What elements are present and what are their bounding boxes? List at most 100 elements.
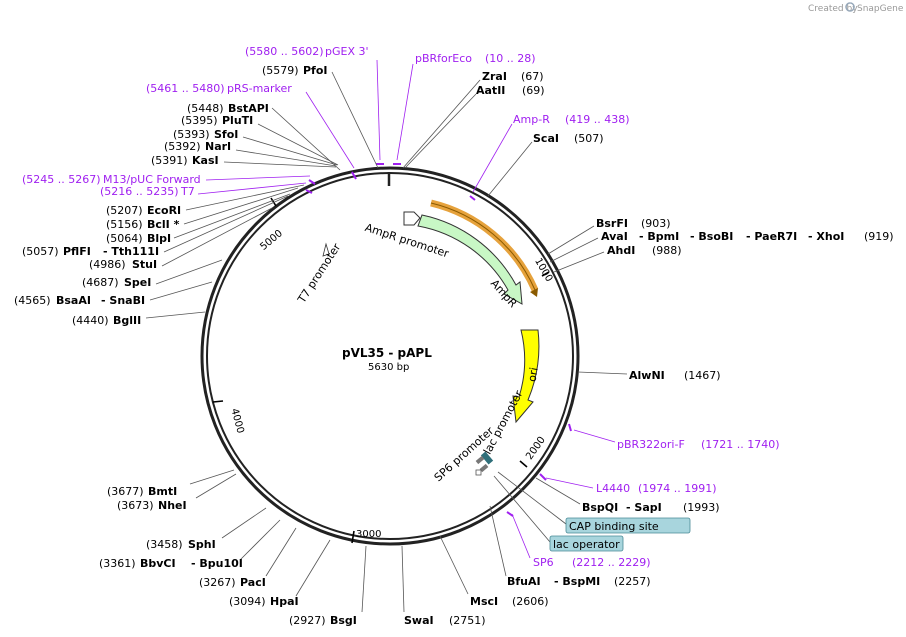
site-aatii[interactable]: AatII (69) [404, 84, 545, 169]
paci-pos: (3267) [199, 576, 236, 589]
site-alwni[interactable]: AlwNI (1467) [577, 369, 721, 382]
m13-pos: (5245 .. 5267) [22, 173, 101, 186]
m13-name: M13/pUC Forward [103, 173, 201, 186]
nhei-name: NheI [158, 499, 187, 512]
paer7i-name: - PaeR7I [746, 230, 797, 243]
pflfi-name: PflFI [63, 245, 91, 258]
site-blpi[interactable]: (5064) BlpI [106, 193, 291, 245]
site-l4440[interactable]: L4440 (1974 .. 1991) [539, 473, 717, 495]
site-bsaai-snabi[interactable]: (4565) BsaAI - SnaBI [14, 281, 213, 307]
lac-operator-label: lac operator [553, 538, 620, 551]
prs-marker-name: pRS-marker [227, 82, 292, 95]
bsgi-name: BsgI [330, 614, 357, 627]
scai-name: ScaI [533, 132, 559, 145]
site-pluti[interactable]: (5395) PluTI [181, 114, 339, 166]
bspmi-name: - BspMI [554, 575, 600, 588]
sapi-name: - SapI [626, 501, 662, 514]
hpai-pos: (3094) [229, 595, 266, 608]
site-swai[interactable]: SwaI (2751) [401, 545, 486, 627]
site-bbvci-bpu10i[interactable]: (3361) BbvCI - Bpu10I [99, 519, 281, 570]
bsgi-pos: (2927) [289, 614, 326, 627]
site-nhei[interactable]: (3673) NheI [117, 473, 237, 512]
bbvci-pos: (3361) [99, 557, 136, 570]
pbrforeco-pos: (10 .. 28) [485, 52, 536, 65]
bmti-pos: (3677) [107, 485, 144, 498]
ori-feature[interactable]: ori [512, 329, 541, 424]
bbvci-name: BbvCI [140, 557, 176, 570]
tick-label-4000: 4000 [228, 407, 245, 434]
site-t7[interactable]: (5216 .. 5235) T7 [100, 182, 313, 198]
lac-promoter-feature[interactable]: lac promoter [481, 388, 526, 457]
avai-name: AvaI [601, 230, 628, 243]
site-sphi[interactable]: (3458) SphI [146, 507, 267, 551]
pfoi-name: PfoI [303, 64, 328, 77]
site-hpai[interactable]: (3094) HpaI [229, 539, 331, 608]
nari-pos: (5392) [164, 140, 201, 153]
bstapi-name: BstAPI [228, 102, 269, 115]
bfuai-name: BfuAI [507, 575, 541, 588]
site-spei[interactable]: (4687) SpeI [82, 259, 223, 289]
bspqi-pos: (1993) [683, 501, 720, 514]
t7-name: T7 [180, 185, 195, 198]
site-stui[interactable]: (4986) StuI [89, 207, 273, 271]
t7-promoter-feature[interactable]: T7 promoter [295, 241, 344, 307]
lac-promoter-label: lac promoter [481, 388, 526, 457]
blpi-pos: (5064) [106, 232, 143, 245]
site-bsrfi[interactable]: BsrFI (903) [547, 217, 671, 255]
bfuai-pos: (2257) [614, 575, 651, 588]
site-m13-puc-forward[interactable]: (5245 .. 5267) M13/pUC Forward [22, 173, 316, 186]
site-bsgi[interactable]: (2927) BsgI [289, 545, 367, 627]
bglii-name: BglII [113, 314, 141, 327]
nhei-pos: (3673) [117, 499, 154, 512]
site-scai[interactable]: ScaI (507) [487, 132, 604, 197]
site-bcli[interactable]: (5156) BclI * [106, 187, 299, 231]
bmti-name: BmtI [148, 485, 177, 498]
site-bmti[interactable]: (3677) BmtI [107, 469, 235, 498]
site-pbrforeco[interactable]: pBRforEco (10 .. 28) [393, 52, 536, 165]
hpai-name: HpaI [270, 595, 299, 608]
site-pflfi-tth111i[interactable]: (5057) PflFI - Tth111I [22, 195, 289, 258]
site-pgex3[interactable]: (5580 .. 5602) pGEX 3' [245, 45, 384, 165]
ampr-feature[interactable]: AmpR [417, 214, 523, 310]
scai-pos: (507) [574, 132, 604, 145]
bpmi-name: - BpmI [639, 230, 679, 243]
bspqi-name: BspQI [582, 501, 618, 514]
site-nari[interactable]: (5392) NarI [164, 140, 337, 167]
site-ecori[interactable]: (5207) EcoRI [106, 184, 305, 217]
pbrforeco-name: pBRforEco [415, 52, 472, 65]
site-amp-r[interactable]: Amp-R (419 .. 438) [469, 113, 630, 201]
sphi-pos: (3458) [146, 538, 183, 551]
snapgene-logo: SnapGene [845, 2, 904, 14]
site-msci[interactable]: MscI (2606) [439, 535, 549, 608]
site-sfoi[interactable]: (5393) SfoI [173, 128, 338, 166]
site-avai-group[interactable]: AvaI - BpmI - BsoBI - PaeR7I - XhoI (919… [549, 230, 894, 263]
site-bfuai-bspmi[interactable]: BfuAI - BspMI (2257) [489, 505, 651, 588]
avai-pos: (919) [864, 230, 894, 243]
pflfi-pos: (5057) [22, 245, 59, 258]
site-ahdi[interactable]: AhdI (988) [553, 244, 682, 273]
lac-operator-box[interactable]: lac operator [493, 475, 624, 552]
site-prs-marker[interactable]: (5461 .. 5480) pRS-marker [146, 82, 357, 180]
l4440-pos: (1974 .. 1991) [638, 482, 717, 495]
sfoi-pos: (5393) [173, 128, 210, 141]
prs-marker-pos: (5461 .. 5480) [146, 82, 225, 95]
site-sp6[interactable]: SP6 (2212 .. 2229) [506, 511, 651, 569]
site-pfoi[interactable]: (5579) PfoI [262, 64, 379, 169]
site-bstapi[interactable]: (5448) BstAPI [187, 102, 341, 171]
pluti-name: PluTI [222, 114, 253, 127]
alwni-pos: (1467) [684, 369, 721, 382]
xhoi-name: - XhoI [808, 230, 844, 243]
site-kasi[interactable]: (5391) KasI [151, 154, 337, 168]
sp6-pos: (2212 .. 2229) [572, 556, 651, 569]
site-zrai[interactable]: ZraI (67) [402, 70, 544, 169]
site-paci[interactable]: (3267) PacI [199, 527, 297, 589]
tth111i-name: - Tth111I [103, 245, 159, 258]
cap-binding-site-label: CAP binding site [569, 520, 659, 533]
site-pbr322ori-f[interactable]: pBR322ori-F (1721 .. 1740) [568, 423, 780, 451]
sp6-name: SP6 [533, 556, 554, 569]
site-bspqi-sapi[interactable]: BspQI - SapI (1993) [535, 477, 720, 514]
cap-binding-site-box[interactable]: CAP binding site [497, 471, 691, 534]
sfoi-name: SfoI [214, 128, 238, 141]
site-bglii[interactable]: (4440) BglII [72, 311, 206, 327]
